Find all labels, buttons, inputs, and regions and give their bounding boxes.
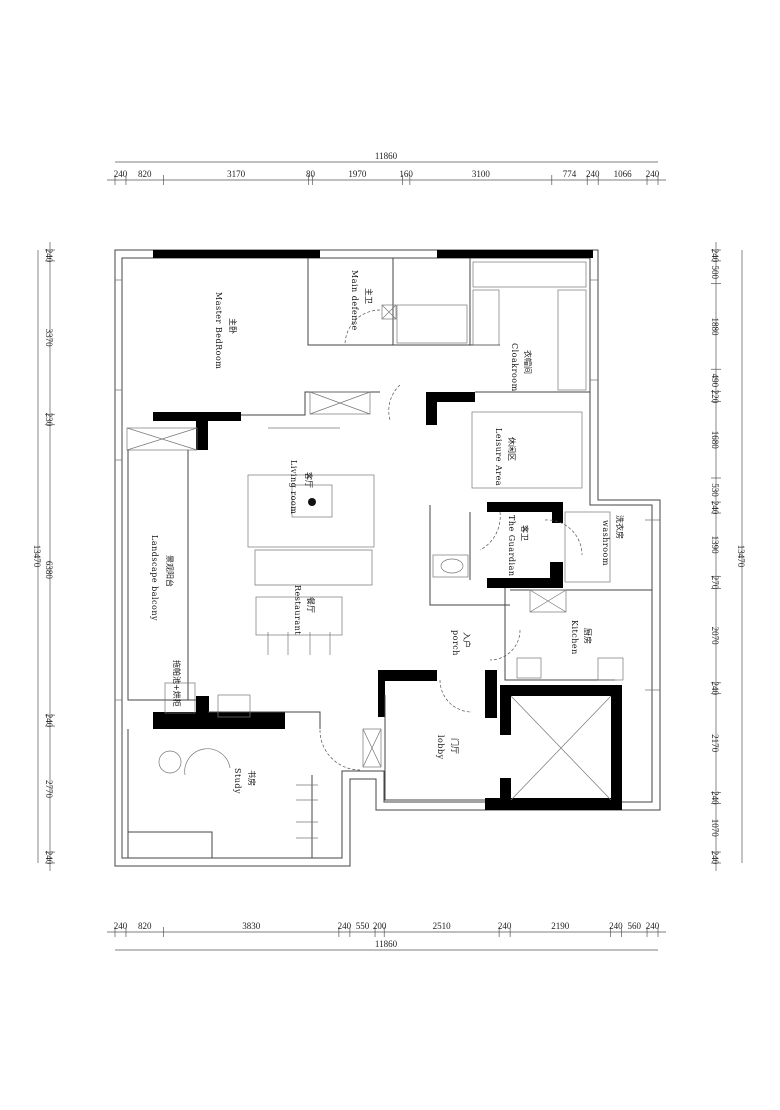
dimension-label: 1066: [614, 169, 633, 179]
total-width-label-bottom: 11860: [375, 939, 398, 949]
outer-walls: [114, 249, 661, 867]
label-living-en: Living room: [289, 460, 298, 514]
dimension-label: 2510: [433, 921, 452, 931]
label-porch-en: porch: [451, 630, 460, 656]
dimension-label: 240: [646, 169, 660, 179]
label-main-bath-cn: 主卫: [364, 288, 374, 304]
dimension-label: 240: [710, 851, 720, 865]
label-master-bedroom-cn: 主卧: [228, 318, 238, 334]
dimension-label: 240: [710, 791, 720, 805]
dimension-label: 1390: [710, 536, 720, 555]
dimension-label: 240: [586, 169, 600, 179]
dimension-label: 6380: [44, 561, 54, 580]
label-living-cn: 客厅: [304, 472, 314, 488]
label-porch-cn: 入户: [462, 632, 472, 648]
label-guest-bath-cn: 客卫: [520, 525, 530, 541]
dimension-label: 560: [627, 921, 641, 931]
dimension-label: 240: [710, 249, 720, 263]
label-cloakroom-en: Cloakroom: [510, 343, 519, 392]
label-washroom-en: washroom: [601, 520, 610, 566]
dimension-label: 240: [338, 921, 352, 931]
dimension-label: 270: [710, 576, 720, 590]
dimension-label: 240: [44, 714, 54, 728]
dimension-label: 240: [498, 921, 512, 931]
total-width-label-top: 11860: [375, 151, 398, 161]
label-leisure-cn: 休闲区: [507, 437, 517, 461]
dimension-label: 1970: [348, 169, 367, 179]
dimension-label: 240: [44, 851, 54, 865]
label-study-cn: 书房: [247, 770, 257, 786]
interior-lines: [115, 258, 660, 858]
dimension-label: 240: [114, 169, 128, 179]
dimension-label: 2170: [710, 734, 720, 753]
dimension-label: 200: [373, 921, 387, 931]
label-restaurant-en: Restaurant: [293, 585, 302, 635]
dimension-label: 3170: [227, 169, 246, 179]
dimension-lines: 240 820 3170 80 1970 160 3100 774 240 1066 240 1186…: [32, 151, 746, 951]
dimension-label: 3830: [242, 921, 261, 931]
dimension-label: 1070: [710, 819, 720, 838]
dimension-label: 3100: [472, 169, 491, 179]
dimension-label: 490: [710, 374, 720, 388]
label-study-en: Study: [233, 768, 242, 794]
label-lobby-cn: 门厅: [450, 738, 460, 754]
dimension-label: 2770: [44, 780, 54, 799]
dimension-label: 240: [710, 501, 720, 515]
label-cloakroom-cn: 衣帽间: [523, 350, 533, 374]
dimension-label: 1880: [710, 317, 720, 336]
label-lobby-en: lobby: [436, 735, 445, 760]
dimension-label: 1680: [710, 431, 720, 450]
dimension-label: 240: [44, 249, 54, 263]
dimension-label: 80: [306, 169, 316, 179]
dimension-label: 160: [399, 169, 413, 179]
dimension-label: 500: [710, 266, 720, 280]
dimension-label: 230: [44, 413, 54, 427]
label-washroom-cn: 洗衣房: [615, 515, 625, 539]
dimension-label: 240: [646, 921, 660, 931]
label-mop-sink: 拖帕池+烘柜: [172, 660, 182, 707]
door-swings: [319, 309, 583, 771]
dimension-label: 820: [138, 921, 152, 931]
dimension-label: 550: [356, 921, 370, 931]
label-balcony-en: Landscape balcony: [150, 535, 159, 621]
dimension-label: 220: [710, 390, 720, 404]
dimension-label: 240: [710, 681, 720, 695]
label-leisure-en: Leisure Area: [494, 428, 503, 486]
dimension-label: 240: [609, 921, 623, 931]
label-master-bedroom-en: Master BedRoom: [214, 292, 223, 369]
label-balcony-cn: 景观阳台: [165, 555, 175, 587]
structural-walls: [153, 250, 622, 810]
total-height-label-left: 13470: [32, 545, 42, 568]
dimension-label: 820: [138, 169, 152, 179]
room-labels: Master BedRoom 主卧 Main defense 主卫 Cloakr…: [150, 270, 625, 794]
label-guest-bath-en: The Guardian: [507, 515, 516, 577]
dimension-label: 530: [710, 483, 720, 497]
label-kitchen-en: Kitchen: [570, 620, 579, 655]
label-restaurant-cn: 餐厅: [306, 597, 315, 613]
dimension-label: 2190: [551, 921, 570, 931]
label-main-bath-en: Main defense: [350, 270, 359, 331]
label-kitchen-cn: 厨房: [583, 628, 593, 644]
dimension-label: 240: [114, 921, 128, 931]
dimension-label: 2070: [710, 627, 720, 646]
total-height-label-right: 13470: [736, 545, 746, 568]
dimension-label: 774: [563, 169, 577, 179]
dimension-label: 3370: [44, 329, 54, 348]
